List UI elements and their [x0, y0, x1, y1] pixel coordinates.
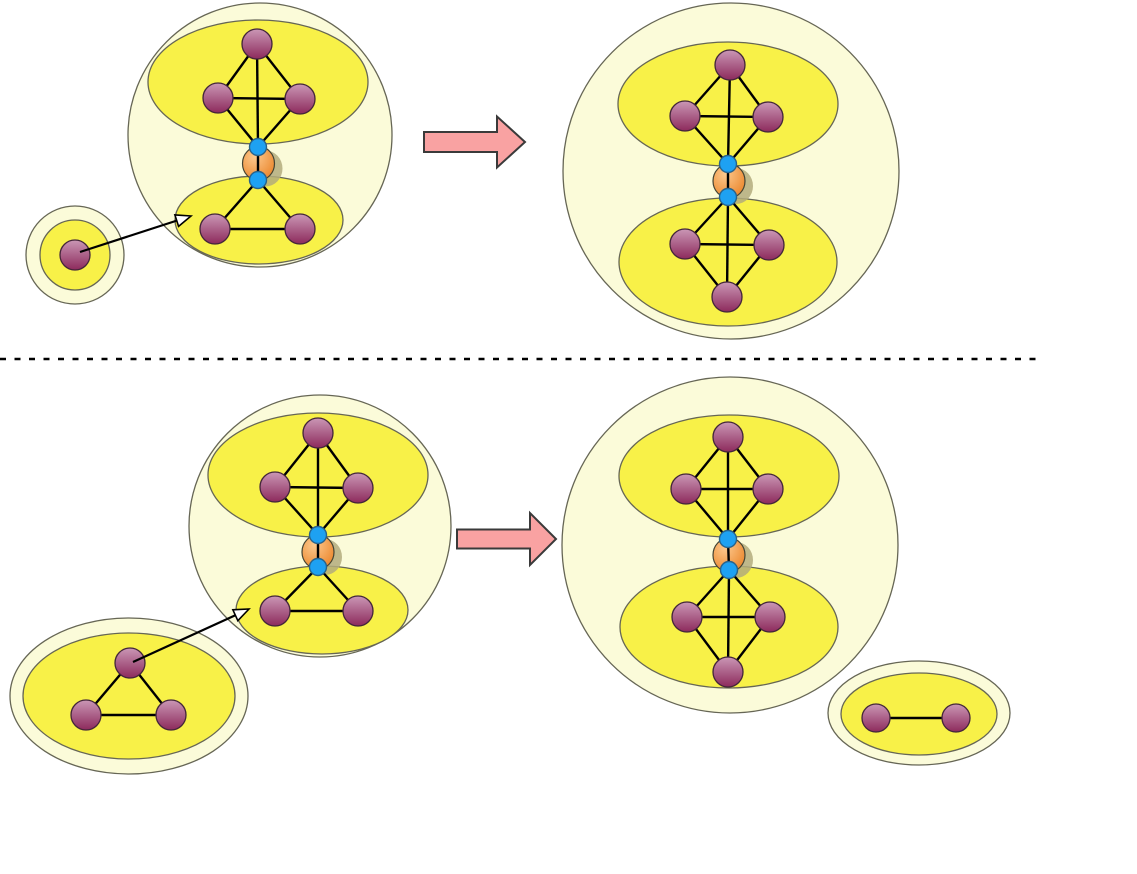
merge-arrow-singleton-to-cluster-head — [173, 214, 194, 228]
top-after-cluster-node-2 — [752, 101, 784, 133]
top-before-cluster-node-4 — [284, 213, 316, 245]
bottom-after-cluster-node-1 — [670, 473, 702, 505]
bottom-after-cluster-bridge-node-1 — [719, 560, 739, 580]
top-before-cluster-node-3 — [199, 213, 231, 245]
top-after-cluster-node-3 — [669, 228, 701, 260]
top-before-cluster — [127, 2, 393, 268]
merge-arrow-triangle-to-cluster-head — [231, 608, 251, 623]
top-before-cluster-community-1 — [174, 175, 344, 265]
bottom-before-cluster-node-1 — [259, 471, 291, 503]
top-before-cluster-node-2 — [284, 83, 316, 115]
bottom-before-triangle-community — [9, 617, 249, 775]
bottom-after-cluster-node-2 — [752, 473, 784, 505]
top-before-cluster-node-0 — [241, 28, 273, 60]
bottom-before-cluster-node-0 — [302, 417, 334, 449]
bottom-before-triangle-community-node-2 — [155, 699, 187, 731]
top-after-cluster-node-5 — [711, 281, 743, 313]
bottom-before-triangle-community-node-1 — [70, 699, 102, 731]
bottom-after-pair-community — [827, 660, 1011, 766]
bottom-before-cluster-bridge-node-1 — [308, 557, 328, 577]
bottom-after-cluster-node-5 — [712, 656, 744, 688]
top-before-singleton-node-0 — [59, 239, 91, 271]
bottom-before-triangle-community-community-0 — [22, 632, 236, 760]
bottom-after-pair-community-node-1 — [941, 703, 971, 733]
bottom-before-cluster-node-3 — [259, 595, 291, 627]
top-after-cluster-node-4 — [753, 229, 785, 261]
bottom-after-pair-community-node-0 — [861, 703, 891, 733]
top-after-cluster-bridge-node-0 — [718, 154, 738, 174]
bottom-before-cluster — [188, 394, 452, 658]
top-after-cluster-edge-9 — [725, 196, 730, 298]
bottom-before-cluster-bridge-node-0 — [308, 525, 328, 545]
bottom-after-pair-community-community-0 — [840, 672, 998, 756]
bottom-after-cluster — [561, 376, 899, 714]
top-before-cluster-edge-3 — [255, 43, 260, 148]
bottom-after-cluster-edge-9 — [726, 569, 731, 673]
bottom-before-cluster-node-2 — [342, 472, 374, 504]
merge-arrow-triangle-to-cluster-line — [132, 614, 236, 664]
top-before-cluster-bridge-node-0 — [248, 137, 268, 157]
bottom-after-cluster-bridge-node-0 — [718, 529, 738, 549]
bottom-after-cluster-node-0 — [712, 421, 744, 453]
transform-arrow-top — [423, 114, 527, 170]
top-before-cluster-bridge-node-1 — [248, 170, 268, 190]
top-after-cluster — [562, 2, 900, 340]
merge-arrow-singleton-to-cluster-line — [79, 219, 178, 254]
top-before-singleton — [25, 205, 125, 305]
top-before-cluster-node-1 — [202, 82, 234, 114]
bottom-after-cluster-node-3 — [671, 601, 703, 633]
bottom-before-triangle-community-node-0 — [114, 647, 146, 679]
top-after-cluster-node-1 — [669, 100, 701, 132]
top-after-cluster-node-0 — [714, 49, 746, 81]
bottom-after-cluster-node-4 — [754, 601, 786, 633]
top-after-cluster-edge-3 — [726, 64, 732, 165]
bottom-before-cluster-node-4 — [342, 595, 374, 627]
top-after-cluster-bridge-node-1 — [718, 187, 738, 207]
transform-arrow-bottom — [456, 510, 558, 568]
